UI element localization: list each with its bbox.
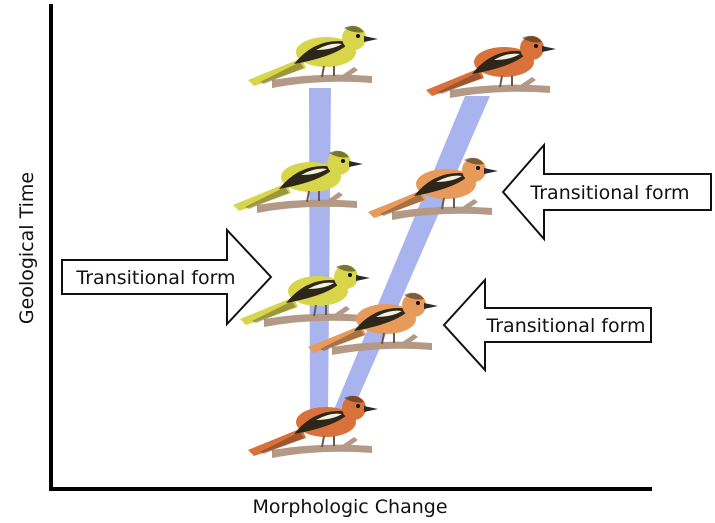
bird-peach-2	[368, 157, 498, 220]
bird-orange-top	[426, 35, 556, 98]
bird-peach-1	[308, 292, 438, 355]
bird-yellow-1	[248, 25, 378, 88]
transitional-arrow-label: Transitional form	[485, 315, 645, 337]
bird-yellow-2	[233, 150, 363, 213]
lineage-band-orange	[333, 96, 490, 412]
transitional-arrow-label: Transitional form	[75, 267, 235, 289]
bird-yellow-3	[240, 264, 370, 327]
transitional-arrow-left-side: Transitional form	[61, 227, 273, 327]
lineage-band-yellow	[309, 88, 331, 412]
transitional-arrow-right-lower: Transitional form	[442, 277, 652, 373]
transitional-arrow-right-upper: Transitional form	[501, 142, 712, 242]
y-axis-title: Geological Time	[16, 172, 38, 324]
bird-ancestor-orange	[248, 395, 378, 458]
birds-layer	[233, 25, 556, 458]
transitional-arrow-label: Transitional form	[529, 182, 689, 204]
x-axis-title: Morphologic Change	[252, 496, 447, 518]
